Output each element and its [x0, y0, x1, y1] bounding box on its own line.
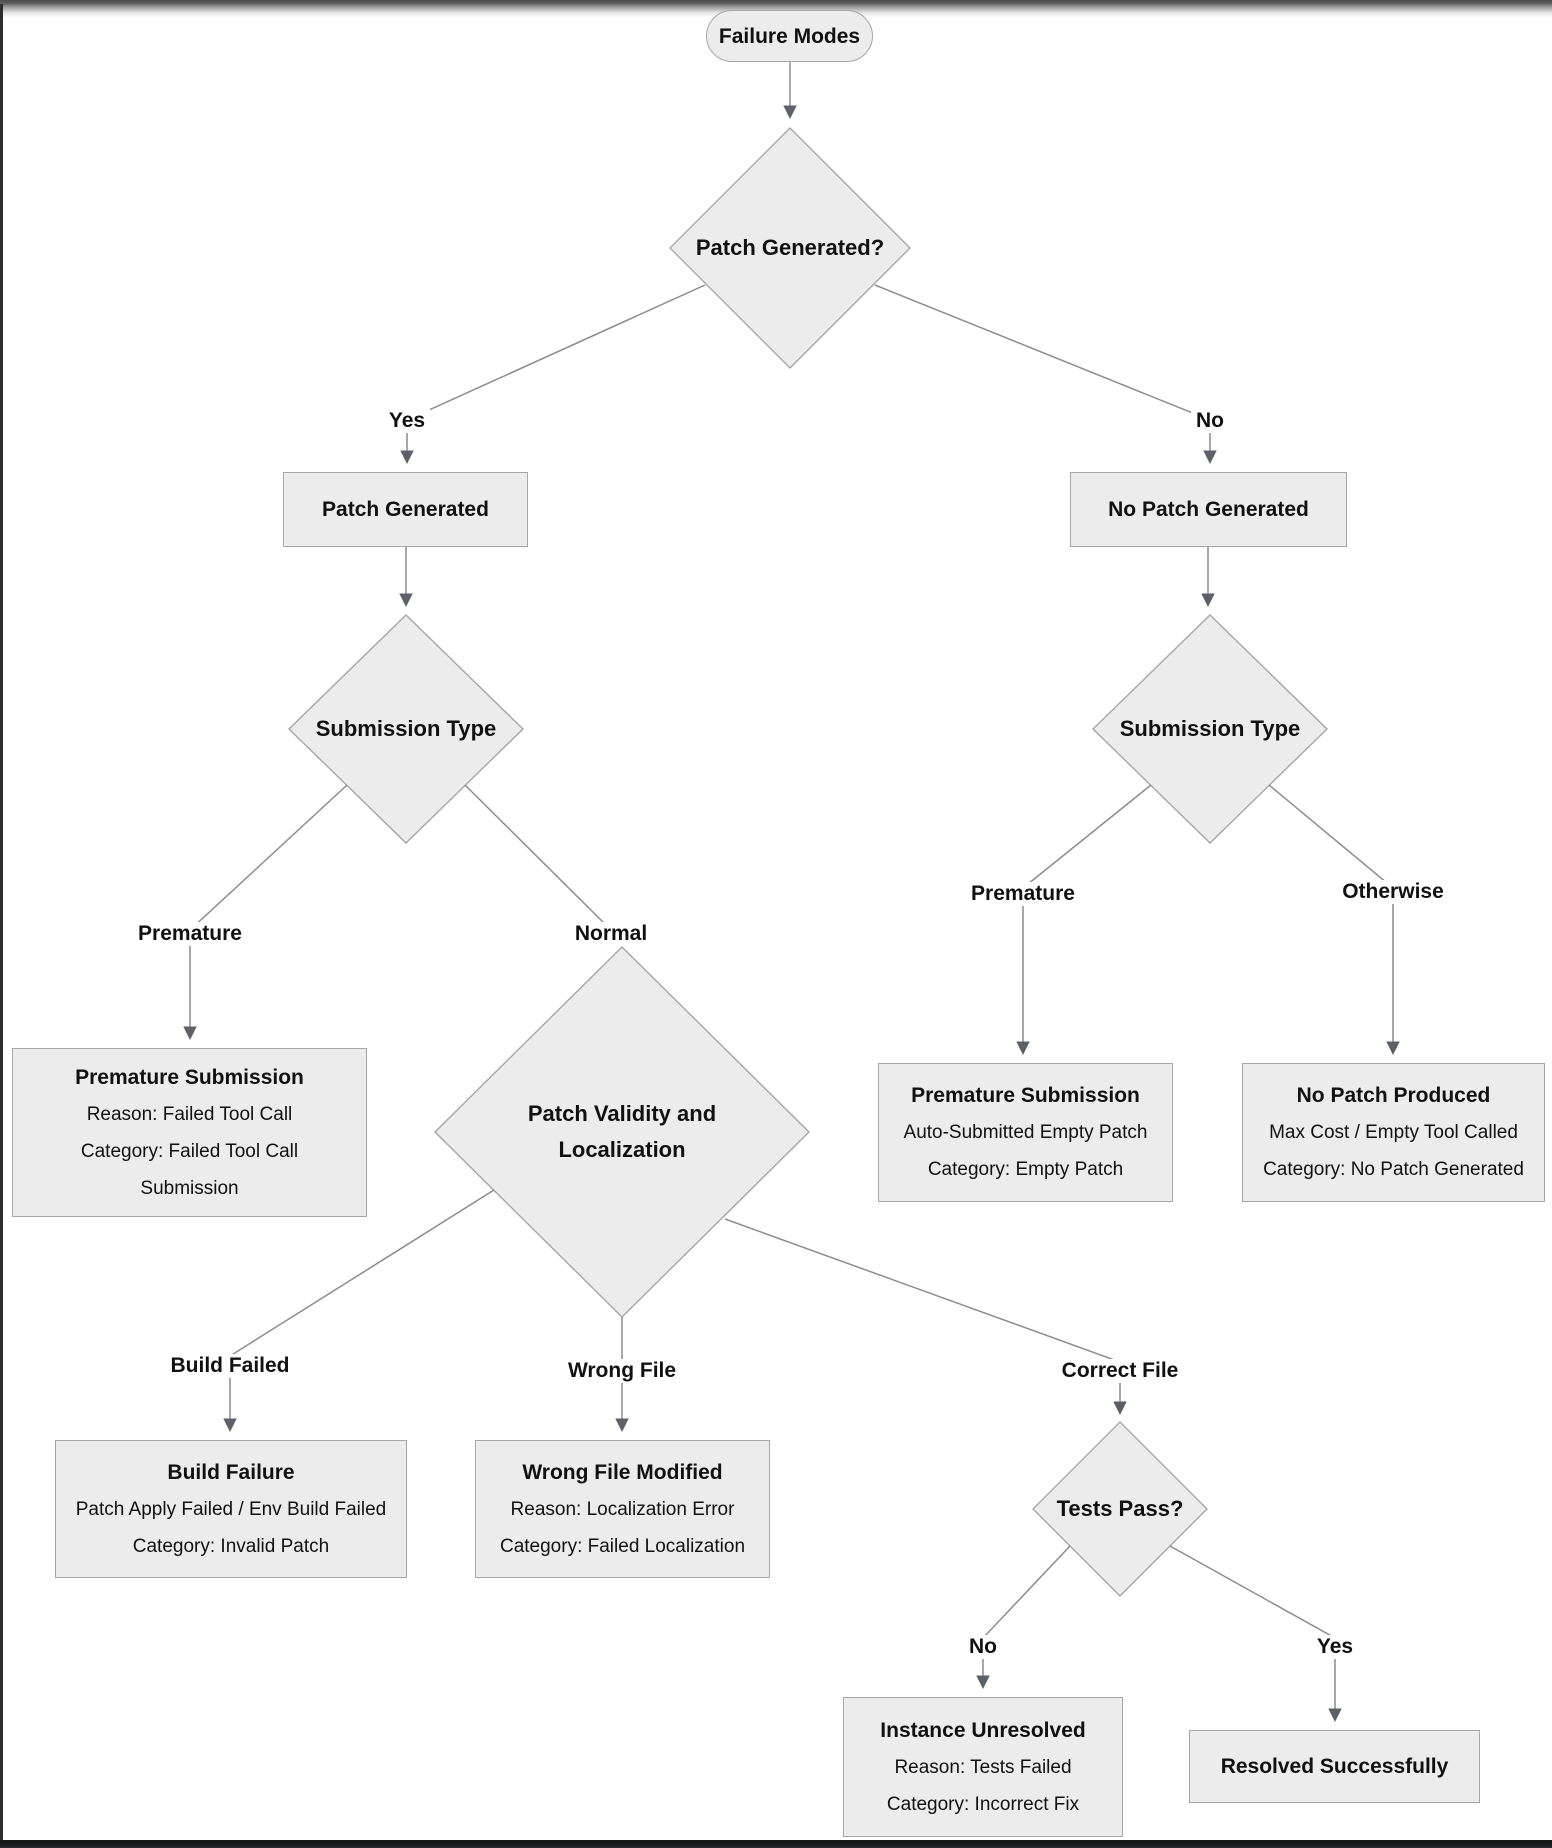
- node-premature-submission-right: Premature Submission Auto-Submitted Empt…: [878, 1063, 1173, 1202]
- edge-label-tests-no: No: [964, 1635, 1002, 1659]
- node-line: Category: No Patch Generated: [1263, 1159, 1524, 1180]
- edge-label-no-top: No: [1191, 409, 1229, 433]
- edge-subtype-premature-left: [183, 784, 348, 1041]
- edge-label-premature-right: Premature: [966, 882, 1080, 906]
- decision-patch-validity-shape: [434, 946, 810, 1318]
- node-line: Max Cost / Empty Tool Called: [1269, 1122, 1518, 1143]
- node-title: Premature Submission: [911, 1084, 1140, 1107]
- window-top-edge: [0, 0, 1552, 18]
- node-line: Reason: Tests Failed: [894, 1756, 1072, 1778]
- node-title: Wrong File Modified: [522, 1460, 723, 1484]
- node-patch-generated: Patch Generated: [283, 472, 528, 547]
- edge-label-build-failed: Build Failed: [165, 1354, 295, 1378]
- edge-subtype-normal: [464, 784, 618, 941]
- node-patch-generated-label: Patch Generated: [322, 498, 489, 521]
- node-title: No Patch Produced: [1296, 1084, 1491, 1107]
- node-wrong-file-modified: Wrong File Modified Reason: Localization…: [475, 1440, 770, 1578]
- edge-patchq-no: [874, 284, 1217, 465]
- node-failure-modes: Failure Modes: [706, 10, 873, 62]
- edge-validity-correct-file: [724, 1218, 1127, 1416]
- node-line: Reason: Failed Tool Call: [86, 1103, 293, 1125]
- edge-subtype-otherwise: [1268, 784, 1400, 1056]
- window-left-edge: [0, 4, 3, 1840]
- edge-label-otherwise: Otherwise: [1337, 880, 1449, 904]
- node-line: Category: Failed Tool Call: [80, 1140, 299, 1162]
- edge-label-tests-yes: Yes: [1311, 1635, 1359, 1659]
- edge-label-premature-left: Premature: [133, 922, 247, 946]
- edge-label-yes-top: Yes: [383, 409, 431, 433]
- node-title: Premature Submission: [75, 1065, 304, 1089]
- decision-tests-pass-shape: [1032, 1421, 1208, 1597]
- node-no-patch-generated-label: No Patch Generated: [1108, 498, 1309, 521]
- node-line: Reason: Localization Error: [510, 1498, 735, 1520]
- node-line: Patch Apply Failed / Env Build Failed: [75, 1498, 387, 1520]
- node-line: Submission: [140, 1177, 239, 1199]
- node-build-failure: Build Failure Patch Apply Failed / Env B…: [55, 1440, 407, 1578]
- decision-patch-generated-shape: [669, 127, 911, 369]
- node-instance-unresolved: Instance Unresolved Reason: Tests Failed…: [843, 1697, 1123, 1837]
- edge-label-wrong-file: Wrong File: [562, 1359, 682, 1383]
- node-failure-modes-label: Failure Modes: [718, 24, 861, 48]
- edge-validity-build-failed: [223, 1189, 495, 1433]
- node-line: Category: Incorrect Fix: [886, 1793, 1080, 1815]
- decision-submission-type-right-shape: [1091, 614, 1329, 844]
- edge-subtype-premature-right: [1016, 784, 1152, 1056]
- node-line: Category: Failed Localization: [499, 1535, 746, 1557]
- node-line: Category: Invalid Patch: [132, 1535, 330, 1557]
- node-title: Build Failure: [167, 1460, 295, 1484]
- node-no-patch-generated: No Patch Generated: [1070, 472, 1347, 547]
- node-premature-submission-left: Premature Submission Reason: Failed Tool…: [12, 1048, 367, 1217]
- edge-tests-yes: [1169, 1545, 1342, 1723]
- window-bottom-edge: [0, 1840, 1552, 1848]
- node-line: Category: Empty Patch: [927, 1159, 1124, 1180]
- edge-tests-no: [976, 1545, 1071, 1690]
- node-resolved-successfully: Resolved Successfully: [1189, 1730, 1480, 1803]
- node-title: Instance Unresolved: [880, 1718, 1086, 1742]
- edge-label-normal: Normal: [569, 922, 653, 946]
- node-resolved-successfully-label: Resolved Successfully: [1220, 1755, 1449, 1778]
- node-no-patch-produced: No Patch Produced Max Cost / Empty Tool …: [1242, 1063, 1545, 1202]
- decision-submission-type-left-shape: [287, 614, 525, 844]
- edge-patchq-yes: [400, 284, 706, 465]
- node-line: Auto-Submitted Empty Patch: [903, 1122, 1148, 1143]
- edge-label-correct-file: Correct File: [1056, 1359, 1184, 1383]
